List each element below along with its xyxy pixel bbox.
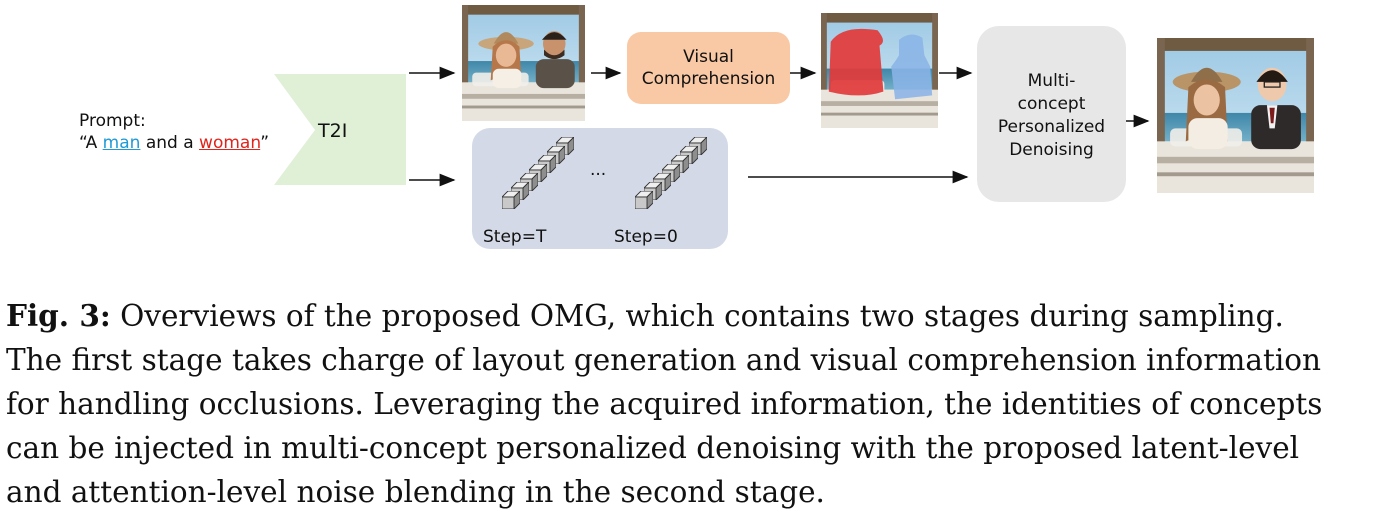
visual-label-line2: Comprehension [641, 69, 776, 89]
generated-layout-image [462, 5, 585, 121]
t2i-label: T2I [318, 120, 348, 142]
t2i-block [274, 74, 406, 185]
prompt-man: man [102, 133, 141, 153]
denoise-line-4: Denoising [1009, 140, 1094, 160]
caption-line-4: can be injected in multi-concept persona… [6, 431, 1300, 465]
prompt-mid: and a [140, 133, 200, 153]
caption-line-3: for handling occlusions. Leveraging the … [6, 387, 1323, 421]
pipeline-diagram [274, 0, 1389, 249]
visual-comprehension-box [627, 32, 790, 104]
visual-comprehension-mask-image [821, 13, 938, 128]
prompt-text: “A man and a woman” [79, 133, 269, 153]
prompt-label: Prompt: [79, 111, 146, 131]
step-0-label: Step=0 [614, 227, 678, 247]
personalized-output-image [1157, 38, 1314, 193]
caption-line-1: Fig. 3: Overviews of the proposed OMG, w… [6, 294, 1386, 338]
caption-line-5: and attention-level noise blending in th… [6, 475, 825, 509]
caption-fig-label: Fig. 3: [6, 298, 111, 333]
personalized-denoising-box [977, 26, 1126, 202]
visual-label-line1: Visual [683, 47, 734, 67]
denoise-line-2: concept [1017, 94, 1086, 114]
figure-caption: Fig. 3: Overviews of the proposed OMG, w… [6, 294, 1386, 514]
pipeline-figure: Prompt: “A man and a woman” T2I Visual C… [79, 0, 1389, 249]
step-t-label: Step=T [483, 227, 547, 247]
visual-comprehension-label: Visual Comprehension [627, 46, 790, 90]
prompt-close: ” [260, 133, 269, 153]
latent-sequence-panel [472, 128, 728, 249]
denoise-line-3: Personalized [997, 117, 1106, 137]
caption-line-1-text: Overviews of the proposed OMG, which con… [110, 299, 1284, 333]
caption-line-2: The first stage takes charge of layout g… [6, 343, 1322, 377]
prompt-woman: woman [199, 133, 261, 153]
latent-ellipsis: ... [590, 160, 607, 180]
denoise-line-1: Multi- [1027, 71, 1076, 91]
prompt-open: “A [79, 133, 103, 153]
denoising-label: Multi- concept Personalized Denoising [977, 70, 1126, 162]
